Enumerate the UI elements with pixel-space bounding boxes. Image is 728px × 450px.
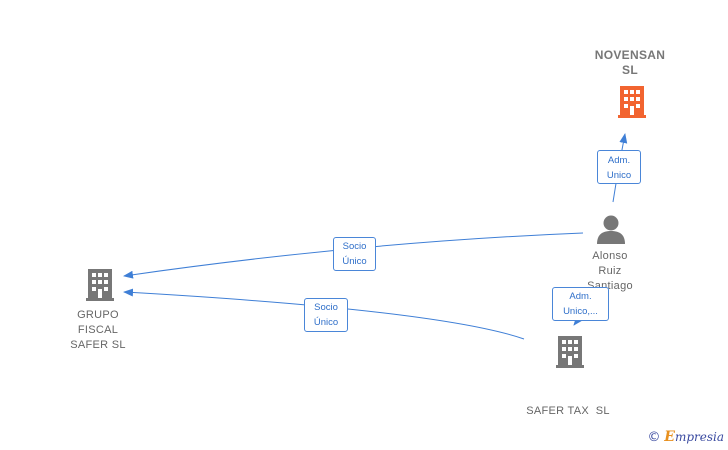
node-label-line: NOVENSAN [594, 48, 666, 62]
brand-name: mpresia [674, 430, 724, 444]
edge-label-line: Único [342, 256, 367, 267]
node-label-line: SAFER SL [70, 339, 126, 351]
node-label-novensan[interactable]: NOVENSAN SL [586, 48, 674, 78]
node-label-line: Ruiz [598, 265, 622, 277]
edge-label-adm-safer[interactable]: Adm. Unico,... [552, 287, 609, 321]
copyright-symbol: © [647, 430, 661, 445]
edge-label-socio-grupo-2[interactable]: Socio Único [304, 298, 348, 332]
node-label-line: GRUPO [77, 309, 119, 321]
node-label-line: SL [622, 63, 638, 77]
edge-label-adm-novensan[interactable]: Adm. Unico [597, 150, 641, 184]
edge-label-line: Adm. [569, 291, 592, 302]
node-label-line: FISCAL [77, 324, 119, 336]
edge-label-line: Único [313, 317, 339, 328]
edge-safer-to-grupo [123, 288, 525, 340]
brand-initial: E [664, 429, 675, 445]
empresia-logo[interactable]: © Empresia [647, 429, 724, 445]
edge-label-line: Socio [314, 302, 338, 313]
node-label-line: Alonso [592, 250, 628, 262]
node-label-line: SAFER TAX SL [526, 405, 610, 417]
edge-label-socio-grupo-1[interactable]: Socio Único [333, 237, 376, 271]
person-icon[interactable] [597, 215, 625, 245]
building-icon[interactable] [556, 336, 584, 368]
building-icon[interactable] [618, 86, 646, 118]
edge-label-line: Unico [606, 170, 632, 181]
edge-label-line: Unico,... [563, 306, 598, 317]
edge-label-line: Socio [342, 241, 367, 252]
building-icon[interactable] [86, 269, 114, 301]
node-label-safer-tax[interactable]: SAFER TAX SL [515, 374, 621, 434]
edge-label-line: Adm. [607, 155, 631, 166]
node-label-grupo[interactable]: GRUPO FISCAL SAFER SL [58, 308, 138, 353]
